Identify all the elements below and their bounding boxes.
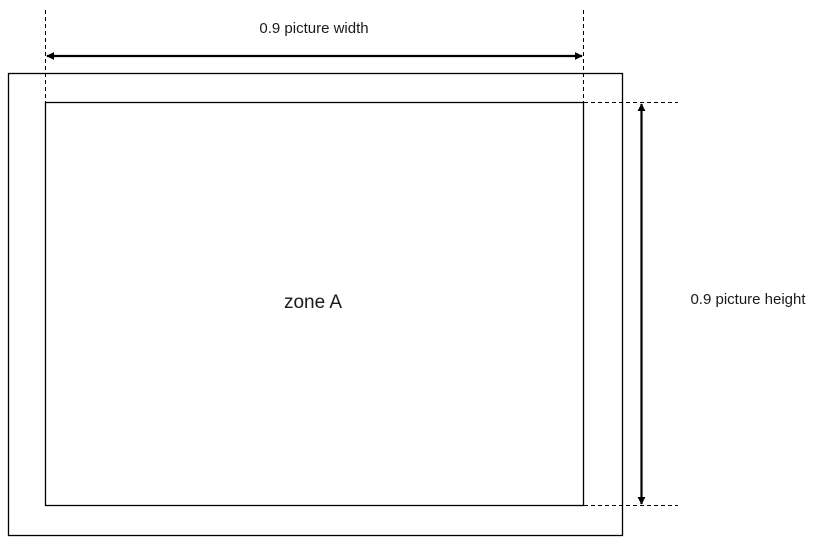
zone-a-rect [44,101,585,507]
height-label: 0.9 picture height [690,291,806,308]
zone-label: zone A [284,292,342,313]
width-label: 0.9 picture width [259,20,368,37]
picture-frame [7,72,624,537]
